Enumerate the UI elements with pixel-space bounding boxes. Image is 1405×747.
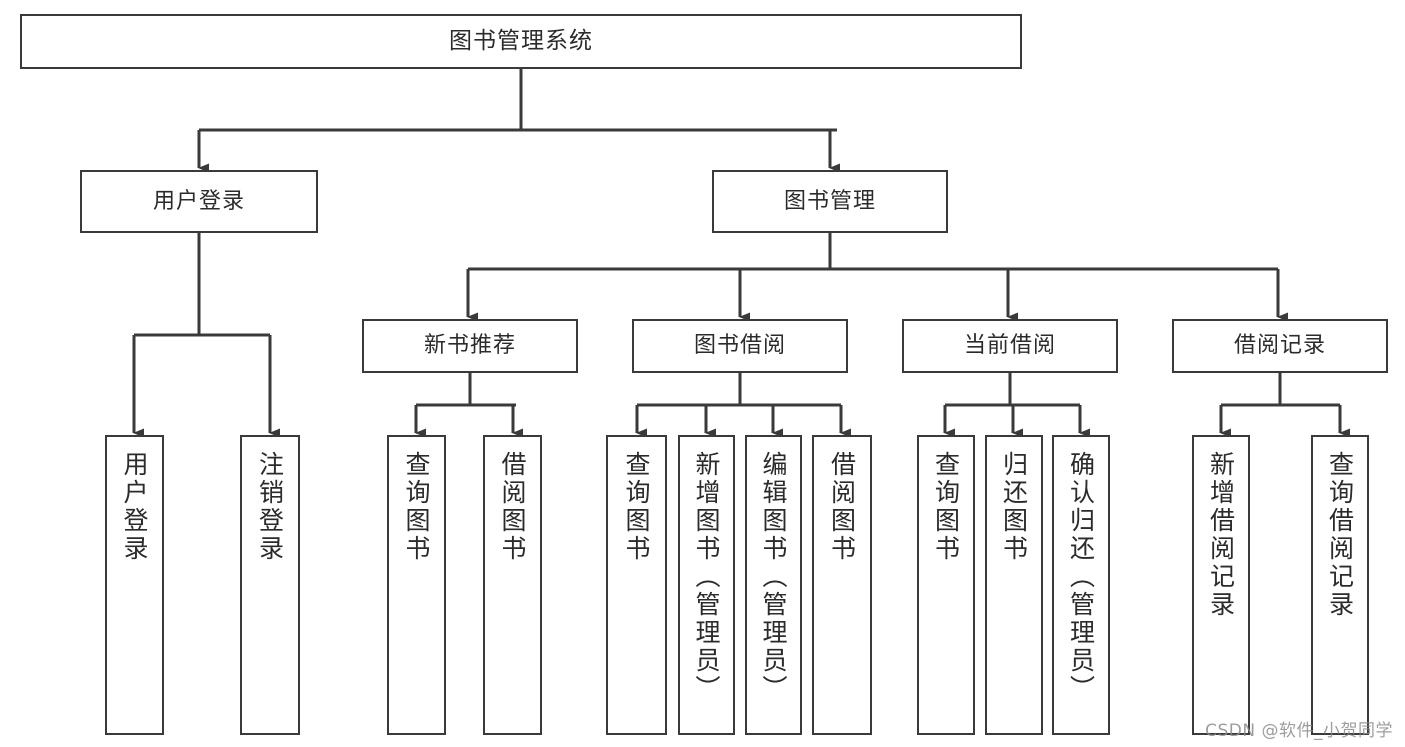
watermark: CSDN @软件_小贺同学 (1205, 721, 1393, 741)
leaf-node-label: 查询借阅记录 (1325, 451, 1355, 619)
node-borrow-record-label: 借阅记录 (1233, 333, 1326, 359)
leaf-node-label: 确认归还（管理员） (1066, 451, 1096, 703)
node-book-manage-label: 图书管理 (783, 188, 876, 214)
leaf-node[interactable]: 查询图书 (606, 435, 667, 735)
leaf-node[interactable]: 编辑图书（管理员） (745, 435, 802, 735)
node-book-borrow-label: 图书借阅 (693, 333, 786, 359)
leaf-node-label: 编辑图书（管理员） (759, 451, 788, 703)
node-current-borrow-label: 当前借阅 (963, 333, 1056, 359)
leaf-node-label: 查询图书 (402, 451, 431, 563)
leaf-node-label: 查询图书 (931, 451, 961, 563)
leaf-node[interactable]: 确认归还（管理员） (1052, 435, 1110, 735)
node-user-login-label: 用户登录 (152, 188, 245, 214)
leaf-node-label: 归还图书 (999, 451, 1029, 563)
leaf-node[interactable]: 新增借阅记录 (1192, 435, 1250, 735)
node-book-borrow[interactable]: 图书借阅 (632, 319, 848, 373)
leaf-node-label: 用户登录 (120, 451, 149, 563)
node-user-login[interactable]: 用户登录 (80, 170, 318, 233)
leaf-node-label: 借阅图书 (498, 451, 527, 563)
leaf-node[interactable]: 新增图书（管理员） (678, 435, 735, 735)
node-book-manage[interactable]: 图书管理 (712, 170, 948, 233)
leaf-node[interactable]: 用户登录 (105, 435, 164, 735)
node-new-book-recommend-label: 新书推荐 (423, 333, 516, 359)
leaf-node[interactable]: 借阅图书 (483, 435, 542, 735)
leaf-node-label: 新增借阅记录 (1206, 451, 1236, 619)
node-root-label: 图书管理系统 (449, 28, 593, 55)
leaf-node[interactable]: 查询借阅记录 (1311, 435, 1369, 735)
node-root[interactable]: 图书管理系统 (20, 14, 1022, 69)
leaf-node-label: 借阅图书 (827, 451, 857, 563)
node-current-borrow[interactable]: 当前借阅 (902, 319, 1118, 373)
leaf-node[interactable]: 借阅图书 (812, 435, 872, 735)
leaf-node[interactable]: 归还图书 (985, 435, 1043, 735)
node-new-book-recommend[interactable]: 新书推荐 (362, 319, 578, 373)
leaf-node[interactable]: 查询图书 (917, 435, 975, 735)
leaf-node[interactable]: 注销登录 (240, 435, 300, 735)
leaf-node-label: 查询图书 (622, 451, 651, 563)
node-borrow-record[interactable]: 借阅记录 (1172, 319, 1388, 373)
leaf-node[interactable]: 查询图书 (387, 435, 446, 735)
leaf-node-label: 新增图书（管理员） (692, 451, 721, 703)
leaf-node-label: 注销登录 (255, 451, 285, 563)
